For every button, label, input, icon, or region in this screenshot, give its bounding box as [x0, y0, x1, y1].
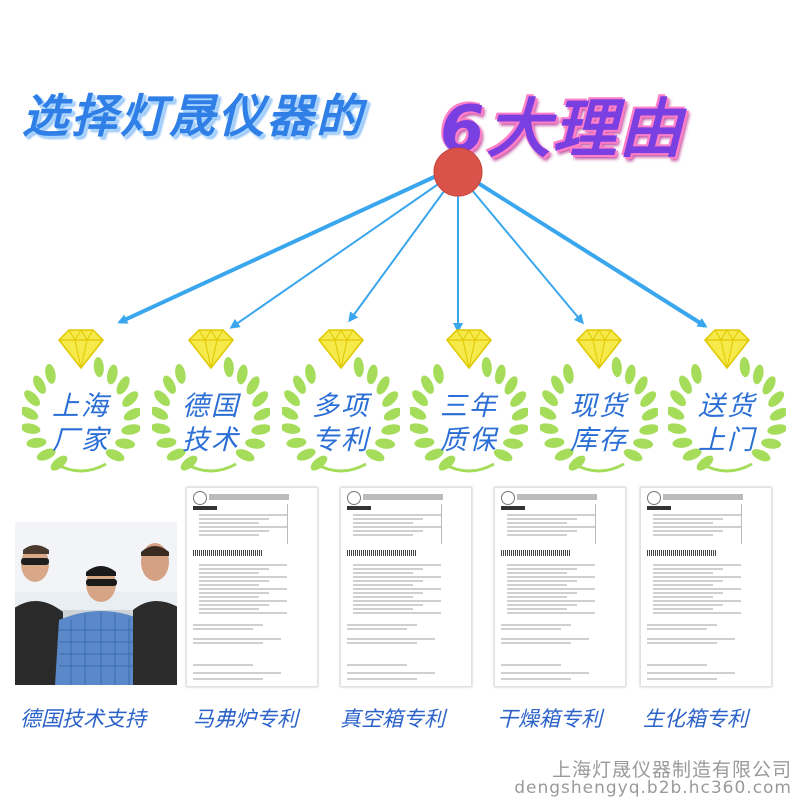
arrow-3: [348, 182, 451, 323]
reason-line2: 厂家: [52, 425, 110, 456]
patent-certificate-3: [494, 487, 626, 687]
hub-circle: [433, 147, 483, 197]
reason-line1: 上海: [52, 391, 110, 422]
reason-line2: 质保: [440, 425, 498, 456]
page-title: 选择灯晟仪器的: [22, 78, 365, 148]
laurel-wreath-icon: [152, 357, 270, 473]
arrow-lines: [117, 170, 708, 333]
reason-badge-2: 德国 技术: [152, 328, 270, 478]
arrow-6: [468, 176, 708, 328]
caption-german-tech: 德国技术支持: [20, 707, 146, 731]
diamond-icon: [187, 329, 235, 370]
caption-drying-oven-patent: 干燥箱专利: [497, 707, 602, 731]
caption-incubator-patent: 生化箱专利: [643, 707, 748, 731]
caption-vacuum-oven-patent: 真空箱专利: [340, 707, 445, 731]
reason-badge-1: 上海 厂家: [22, 328, 140, 478]
reason-badge-5: 现货 库存: [540, 328, 658, 478]
diamond-icon: [575, 329, 623, 370]
title-highlight: 6大理由: [440, 93, 685, 167]
company-url: dengshengyq.b2b.hc360.com: [514, 778, 792, 798]
laurel-wreath-icon: [282, 357, 400, 473]
reason-badge-3: 多项 专利: [282, 328, 400, 478]
reason-line1: 德国: [182, 391, 240, 422]
reason-line2: 专利: [312, 425, 370, 456]
reason-line1: 送货: [698, 391, 756, 422]
diamond-icon: [445, 329, 493, 370]
laurel-wreath-icon: [668, 357, 786, 473]
patent-certificate-2: [340, 487, 472, 687]
arrow-2: [229, 177, 448, 329]
diamond-icon: [703, 329, 751, 370]
reason-line2: 技术: [182, 425, 240, 456]
reason-text: 德国 技术: [152, 390, 270, 458]
title-main: 选择灯晟仪器的: [22, 89, 365, 143]
team-photo: [15, 522, 177, 685]
diamond-icon: [317, 329, 365, 370]
diamond-icon: [57, 329, 105, 370]
reason-text: 三年 质保: [410, 390, 528, 458]
reason-badge-4: 三年 质保: [410, 328, 528, 478]
laurel-wreath-icon: [22, 357, 140, 473]
reason-text: 现货 库存: [540, 390, 658, 458]
arrow-5: [465, 182, 584, 325]
reason-text: 送货 上门: [668, 390, 786, 458]
reason-line1: 现货: [570, 391, 628, 422]
reason-line1: 多项: [312, 391, 370, 422]
patent-certificate-4: [640, 487, 772, 687]
laurel-wreath-icon: [540, 357, 658, 473]
patent-certificate-1: [186, 487, 318, 687]
arrow-1: [117, 170, 446, 324]
reason-badge-6: 送货 上门: [668, 328, 786, 478]
reason-line1: 三年: [440, 391, 498, 422]
company-name: 上海灯晟仪器制造有限公司: [551, 759, 792, 781]
reason-line2: 上门: [698, 425, 756, 456]
caption-muffle-furnace-patent: 马弗炉专利: [193, 707, 298, 731]
reason-text: 多项 专利: [282, 390, 400, 458]
laurel-wreath-icon: [410, 357, 528, 473]
reason-text: 上海 厂家: [22, 390, 140, 458]
reason-line2: 库存: [570, 425, 628, 456]
